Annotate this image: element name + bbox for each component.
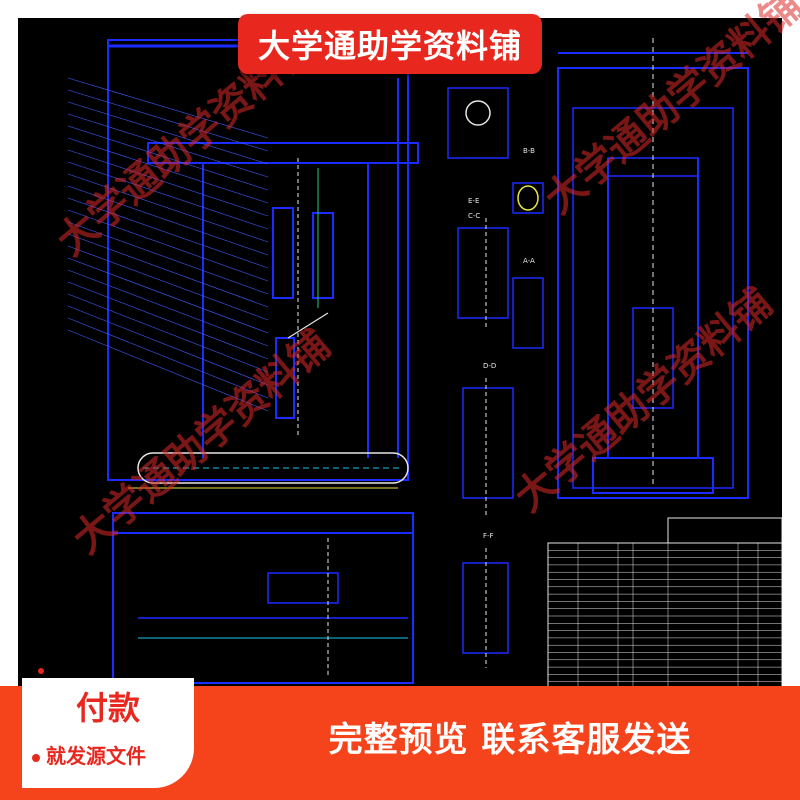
section-label: F-F bbox=[483, 532, 494, 540]
right-base bbox=[592, 457, 714, 494]
shop-name-banner: 大学通助学资料铺 bbox=[238, 14, 542, 74]
leader-line bbox=[67, 89, 269, 152]
leader-line bbox=[67, 257, 269, 334]
contact-slogan: 完整预览 联系客服发送 bbox=[328, 720, 692, 760]
leader-line bbox=[67, 317, 269, 399]
leader-line bbox=[67, 221, 269, 295]
detail-hole bbox=[465, 100, 491, 126]
leader-line bbox=[67, 233, 269, 308]
cylinder-2 bbox=[312, 212, 334, 299]
detail-hook bbox=[447, 87, 509, 159]
section-label: C-C bbox=[468, 212, 480, 220]
detail-a bbox=[512, 277, 544, 349]
leader-line bbox=[67, 125, 269, 191]
detail-c bbox=[457, 227, 509, 319]
leader-line bbox=[67, 161, 269, 230]
leader-line bbox=[67, 101, 269, 165]
leader-line bbox=[67, 137, 269, 204]
cross-beam bbox=[147, 142, 419, 164]
frame-outline bbox=[107, 39, 409, 481]
cad-drawing: B-B E-E C-C A-A D-D F-F bbox=[67, 38, 782, 689]
leader-line bbox=[67, 185, 269, 256]
payment-title: 付款 bbox=[75, 689, 140, 727]
section-label: A-A bbox=[523, 257, 535, 265]
section-label: E-E bbox=[468, 197, 479, 205]
leader-line bbox=[67, 197, 269, 269]
leader-line bbox=[67, 245, 269, 321]
cad-drawing-area: B-B E-E C-C A-A D-D F-F bbox=[18, 18, 782, 782]
cylinder-1 bbox=[272, 207, 294, 299]
leader-line bbox=[67, 173, 269, 243]
table-header bbox=[667, 517, 782, 544]
right-inner-frame bbox=[572, 107, 734, 489]
leader-line bbox=[67, 113, 269, 178]
shop-name: 大学通助学资料铺 bbox=[257, 27, 522, 65]
detail-d bbox=[462, 387, 514, 499]
leader-line bbox=[67, 269, 269, 347]
leader-line bbox=[67, 209, 269, 282]
leader-line bbox=[67, 149, 269, 217]
leader-line bbox=[67, 293, 269, 373]
payment-box[interactable]: 付款 就发源文件 bbox=[22, 678, 194, 788]
corner-dot bbox=[38, 668, 44, 674]
leader-line bbox=[67, 305, 269, 386]
payment-subtitle-text: 就发源文件 bbox=[46, 744, 146, 768]
leader-line bbox=[67, 77, 269, 139]
leader-line bbox=[67, 329, 269, 412]
detail-ellipse bbox=[517, 185, 539, 211]
detail-e bbox=[512, 182, 544, 214]
section-label: B-B bbox=[523, 147, 535, 155]
section-label: D-D bbox=[483, 362, 496, 370]
linkage bbox=[287, 312, 329, 339]
payment-subtitle: 就发源文件 bbox=[32, 738, 146, 774]
leader-line bbox=[67, 281, 269, 360]
bullet-icon bbox=[32, 753, 40, 762]
plan-mechanism bbox=[267, 572, 339, 604]
conveyor-belt bbox=[137, 452, 409, 484]
plan-view-frame bbox=[112, 512, 414, 684]
cylinder-3 bbox=[275, 337, 295, 419]
